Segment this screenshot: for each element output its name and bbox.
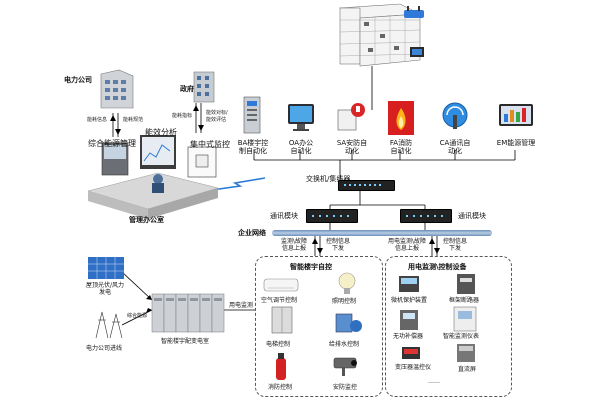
system-icon-ca[interactable] xyxy=(440,100,470,134)
elevator-icon xyxy=(271,306,293,334)
smart-building-control-box xyxy=(255,256,383,397)
network-building-illustration xyxy=(338,3,422,67)
elevator-label: 电梯控制 xyxy=(266,341,291,348)
enterprise-network-label: 企业网络 xyxy=(238,229,266,237)
switch-label: 交换机/集线器 xyxy=(306,175,351,183)
security-label: 安防监控 xyxy=(333,384,358,391)
control-info-right-label: 控制信息下发 xyxy=(443,238,468,252)
transformer-temp-icon xyxy=(402,347,420,359)
power-tower-icon xyxy=(95,311,123,339)
power-company-label: 电力公司 xyxy=(64,76,92,84)
system-label-sa: SA安防自动化 xyxy=(336,139,368,155)
energy-eval-label: 能效评估 xyxy=(206,117,227,123)
system-icon-em[interactable] xyxy=(498,100,534,134)
network-device-icon xyxy=(410,47,424,57)
fire-label: 消防控制 xyxy=(268,384,293,391)
dc-screen-label: 直流屏 xyxy=(458,366,477,373)
more-devices-ellipsis: …… xyxy=(428,378,440,385)
comm-module-left[interactable] xyxy=(306,209,358,223)
enterprise-network-bus xyxy=(272,230,492,236)
water-label: 给排水控制 xyxy=(329,341,360,348)
system-icon-fa[interactable] xyxy=(387,100,415,136)
integrated-energy-mgmt-label: 综合能源管理 xyxy=(88,139,136,148)
energy-compare-label: 能效对标/ xyxy=(206,110,228,116)
energy-rules-label: 能耗规范 xyxy=(123,117,144,123)
system-icon-ba[interactable] xyxy=(240,95,266,137)
hvac-icon xyxy=(263,278,299,292)
micro-protect-label: 微机保护装置 xyxy=(391,297,428,304)
management-office-illustration xyxy=(87,135,219,219)
solar-panel-icon xyxy=(88,257,124,279)
lighting-label: 照明控制 xyxy=(332,298,357,305)
smart-meter-icon xyxy=(453,306,477,332)
power-monitor-link-label: 用电监测 xyxy=(229,302,254,309)
grid-line-label: 电力公司进线 xyxy=(86,345,123,352)
network-switch[interactable] xyxy=(338,180,395,191)
integrated-energy-cabinet-label: 综合能源 xyxy=(127,313,148,319)
reactive-comp-label: 无功补偿器 xyxy=(393,333,424,340)
energy-index-label: 能耗指标 xyxy=(172,113,193,119)
system-icon-sa[interactable] xyxy=(336,100,368,134)
system-label-oa: OA办公自动化 xyxy=(288,139,314,155)
frame-breaker-label: 框架断路器 xyxy=(449,297,480,304)
dc-screen-icon xyxy=(457,344,475,362)
security-camera-icon xyxy=(333,357,357,376)
monitor-fault-left-label: 监测\故障信息上报 xyxy=(281,238,308,252)
government-label: 政府 xyxy=(180,85,194,93)
energy-analysis-label: 能效分析 xyxy=(145,128,177,137)
smart-meter-label: 智能监测仪表 xyxy=(443,333,480,340)
rooftop-pv-label: 屋顶光伏/风力发电 xyxy=(86,282,125,296)
comm-module-left-label: 通讯模块 xyxy=(270,212,298,220)
smart-substation-label: 智能楼宇配变电室 xyxy=(161,338,210,345)
management-office-label: 管理办公室 xyxy=(129,216,164,224)
energy-info-label: 能耗信息 xyxy=(87,117,108,123)
micro-protect-icon xyxy=(399,276,419,292)
system-label-ca: CA通讯自动化 xyxy=(439,139,471,155)
power-monitoring-title: 用电监测\控制设备 xyxy=(408,263,467,271)
transformer-temp-label: 变压器温控仪 xyxy=(395,364,432,371)
water-icon xyxy=(335,313,362,333)
power-monitoring-box xyxy=(385,256,512,397)
substation-cabinets xyxy=(151,293,225,333)
system-label-ba: BA楼宇控制自动化 xyxy=(237,139,269,155)
hvac-label: 空气调节控制 xyxy=(261,297,298,304)
power-company-building xyxy=(100,69,134,109)
comm-module-right-label: 通讯模块 xyxy=(458,212,486,220)
lighting-icon xyxy=(338,272,356,294)
frame-breaker-icon xyxy=(457,274,475,294)
power-monitor-fault-label: 用电监测\故障信息上报 xyxy=(388,238,427,252)
control-info-left-label: 控制信息下发 xyxy=(326,238,351,252)
comm-module-right[interactable] xyxy=(400,209,452,223)
system-icon-oa[interactable] xyxy=(286,100,316,134)
system-label-em: EM能源管理 xyxy=(496,139,536,147)
smart-building-control-title: 智能楼宇自控 xyxy=(290,263,332,271)
reactive-comp-icon xyxy=(400,310,418,330)
system-label-fa: FA消防自动化 xyxy=(389,139,413,155)
fire-extinguisher-icon xyxy=(276,353,286,380)
central-monitor-label: 集中式监控 xyxy=(190,140,230,149)
router-icon xyxy=(404,6,424,18)
government-building xyxy=(193,71,215,103)
